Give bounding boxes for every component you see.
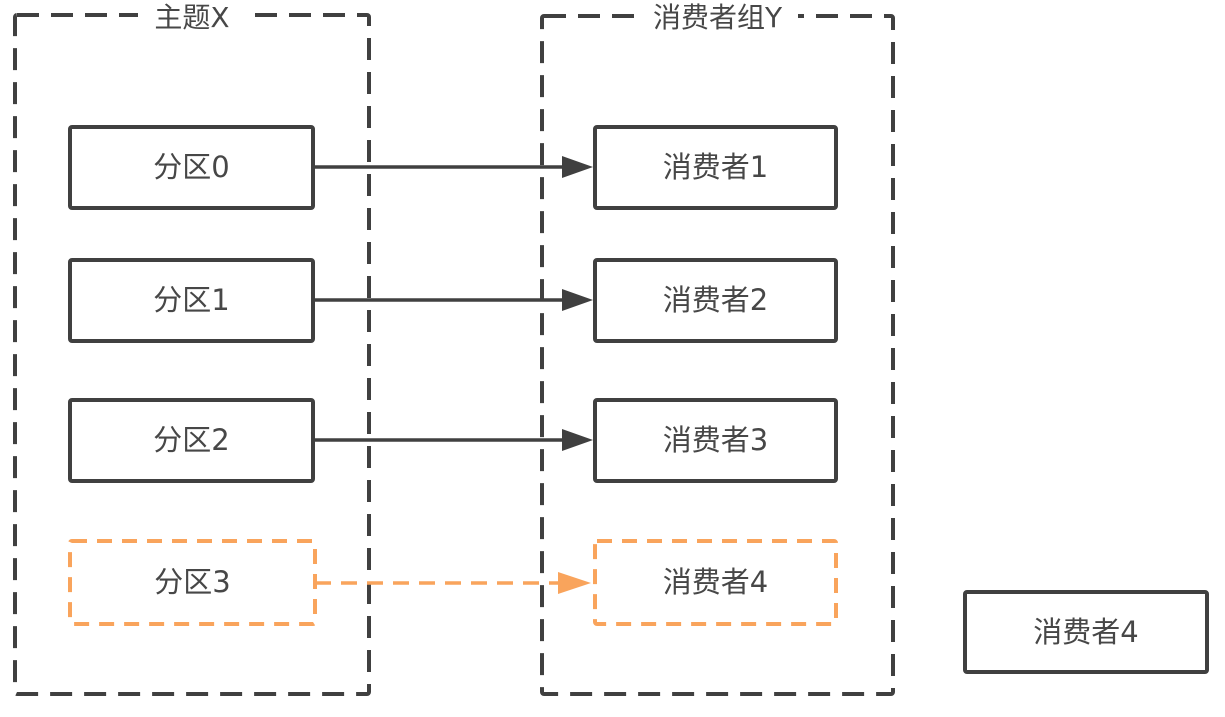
consumer-group-title: 消费者组Y [542, 0, 893, 36]
topic-group-title: 主题X [15, 0, 369, 36]
arrow-partition2-consumer3-head [562, 429, 593, 451]
partition-1-box [68, 258, 315, 343]
arrow-partition1-consumer2-head [562, 289, 593, 311]
standalone-consumer-box [963, 590, 1209, 674]
consumer-1-box [593, 125, 838, 210]
consumer-3-box [593, 398, 838, 483]
topic-group-title-text: 主题X [138, 0, 246, 36]
partition-0-box [68, 125, 315, 210]
consumer-group-title-text: 消费者组Y [636, 0, 799, 36]
partition-3-box [68, 539, 317, 626]
arrow-partition0-consumer1-head [562, 156, 593, 178]
partition-2-box [68, 398, 315, 483]
arrow-partition3-consumer4-head [558, 572, 591, 594]
consumer-2-box [593, 258, 838, 343]
consumer-4-box [593, 539, 838, 626]
